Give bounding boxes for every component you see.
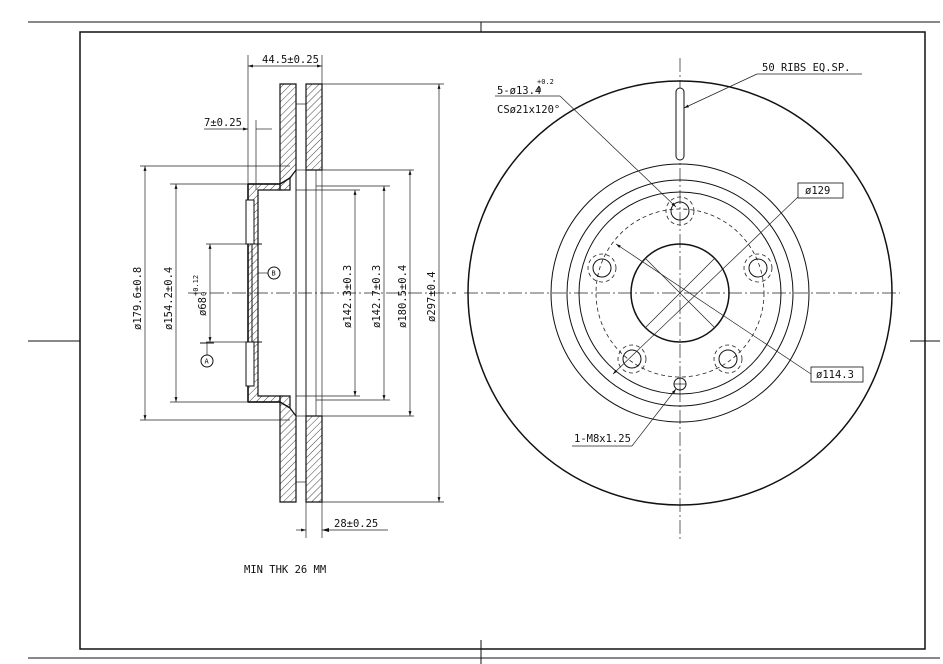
front-view: 5-ø13.4 +0.2 0 CSø21x120° 50 RIBS EQ.SP.…: [464, 58, 900, 540]
bolt-hole-bottom-left: [617, 344, 647, 374]
bolt-hole-right: [743, 253, 773, 283]
holes-tol-upper: +0.2: [537, 78, 554, 86]
min-thickness-note: MIN THK 26 MM: [244, 564, 326, 576]
dia-297: ø297±0.4: [426, 271, 438, 322]
dia-129: ø129: [805, 185, 830, 197]
bolt-hole-bottom-right: [713, 344, 743, 374]
dia-154: ø154.2±0.4: [163, 267, 175, 330]
datum-a-label: A: [205, 358, 210, 366]
dia-68: ø68: [197, 297, 209, 316]
dim-disc-thickness: 28±0.25: [334, 518, 378, 530]
thread-label: 1-M8x1.25: [574, 433, 631, 445]
threaded-hole: [673, 377, 687, 391]
ribs-label: 50 RIBS EQ.SP.: [762, 62, 851, 74]
dia-114: ø114.3: [816, 369, 854, 381]
dia-142-7: ø142.7±0.3: [371, 265, 383, 328]
dia-179: ø179.6±0.8: [132, 267, 144, 330]
dia-68-tol-lower: 0: [200, 292, 208, 296]
dia-68-tol-upper: +0.12: [192, 275, 200, 296]
bolt-hole-top: [665, 196, 695, 226]
holes-label: 5-ø13.4: [497, 85, 541, 97]
dia-180-5: ø180.5±0.4: [397, 265, 409, 328]
dim-total-width: 44.5±0.25: [262, 54, 319, 66]
holes-tol-lower: 0: [537, 86, 541, 94]
countersink-label: CSø21x120°: [497, 104, 560, 116]
datum-b: B: [257, 266, 281, 280]
datum-a: A: [200, 342, 214, 368]
drawing-frame: [28, 21, 940, 664]
datum-b-label: B: [272, 270, 276, 278]
dim-hat-step: 7±0.25: [204, 117, 242, 129]
dia-142-3: ø142.3±0.3: [342, 265, 354, 328]
section-view: 44.5±0.25 7±0.25 28±0.25 ø179.6±0.8 ø154…: [132, 54, 456, 576]
bolt-hole-left: [587, 253, 617, 283]
